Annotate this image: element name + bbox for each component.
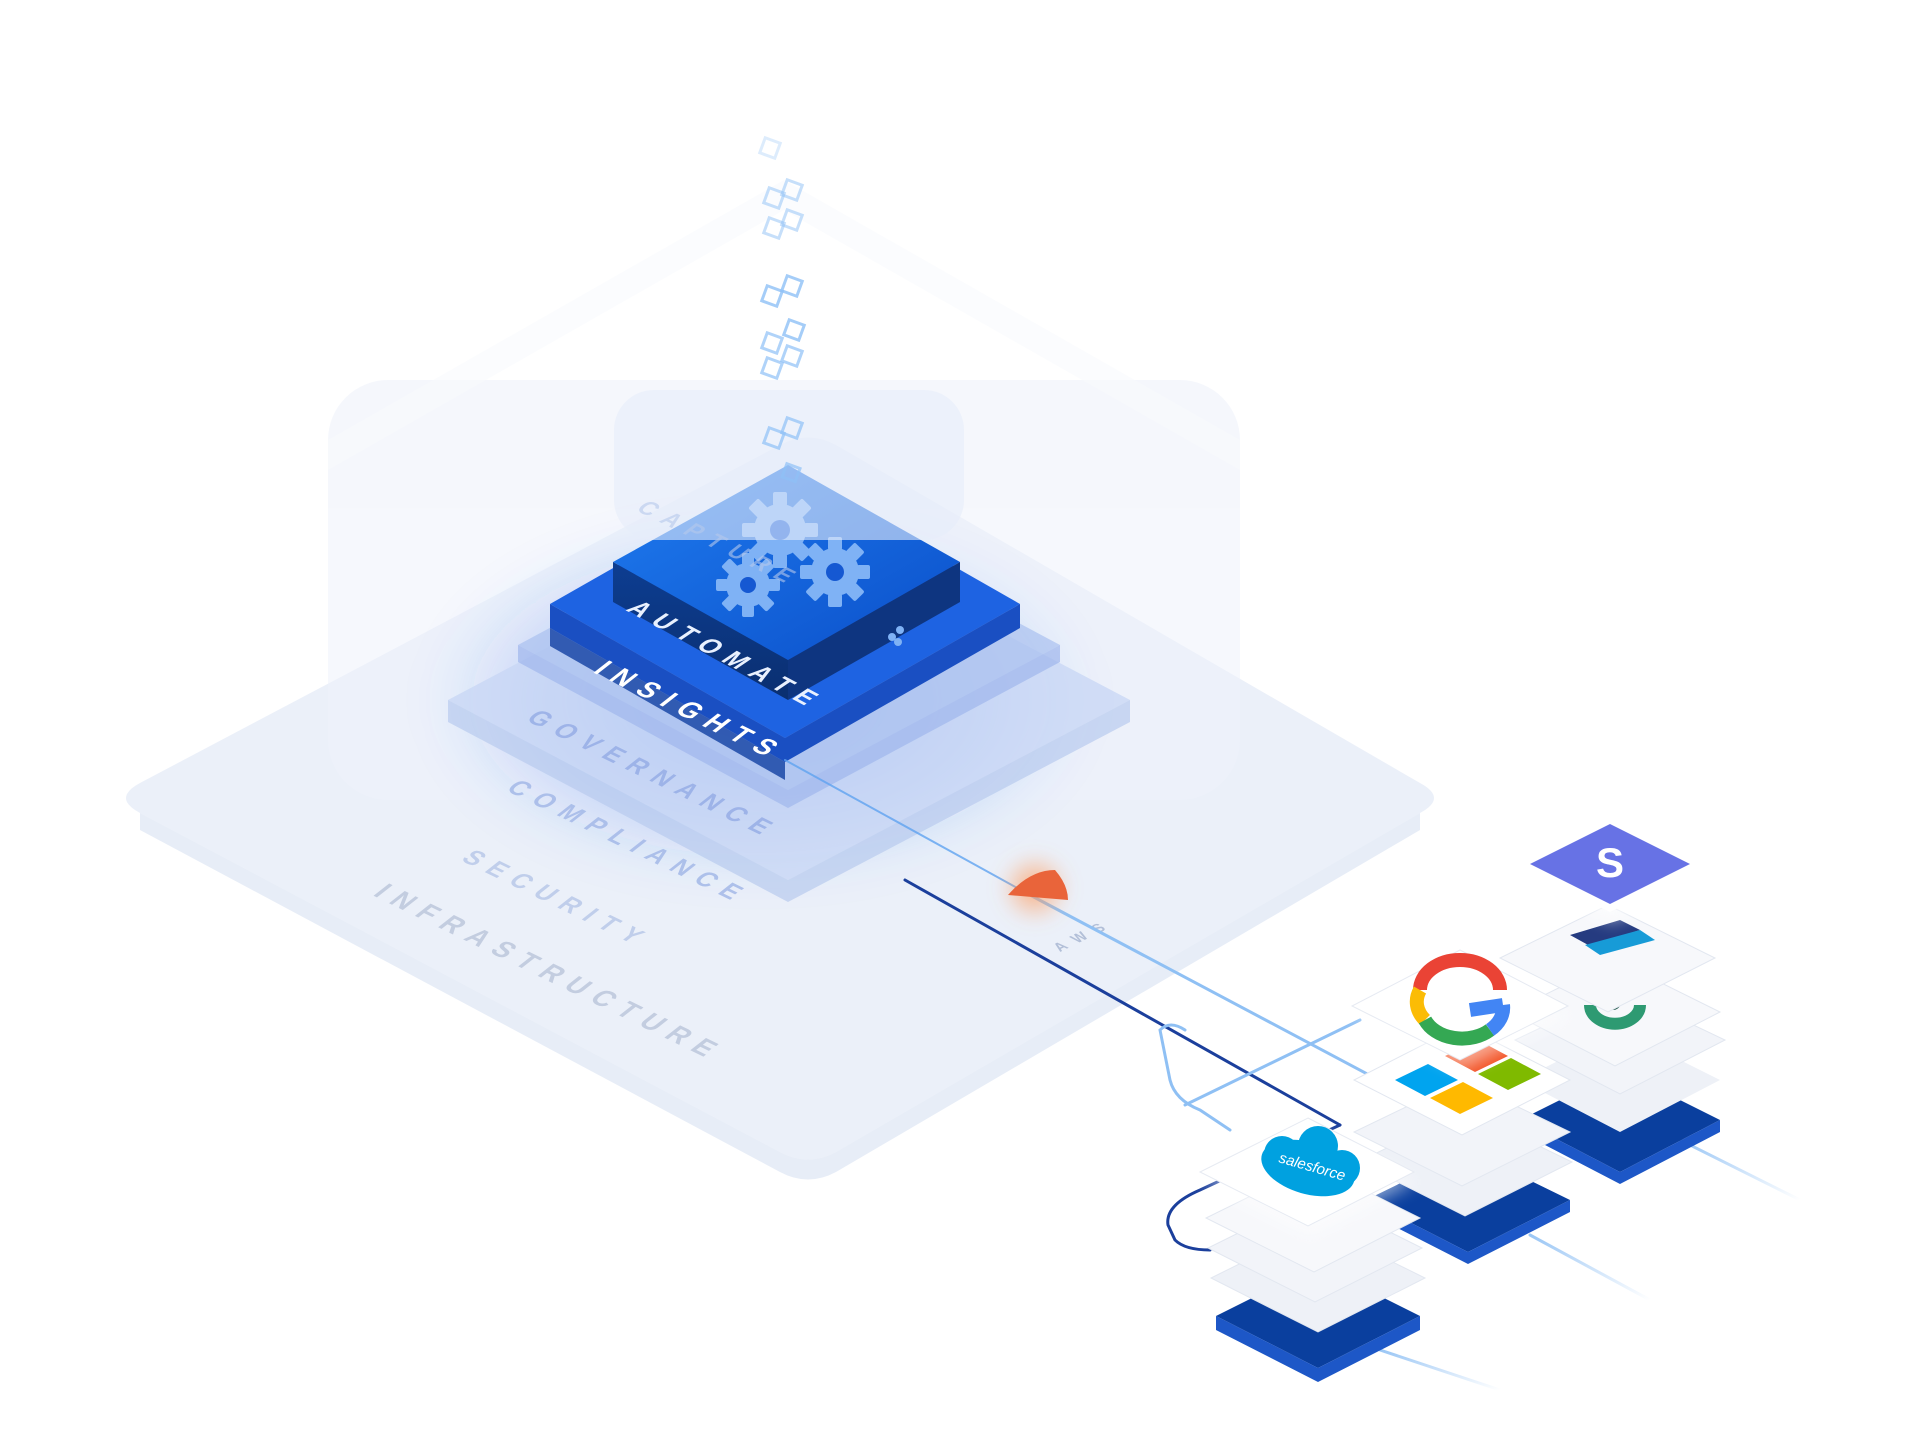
integration-stack-right: S bbox=[1498, 810, 1727, 1184]
data-cubes-icon bbox=[757, 135, 807, 484]
integration-stack-middle bbox=[1350, 949, 1574, 1264]
connector-node-icon bbox=[999, 852, 1071, 924]
integration-stack-front: salesforce bbox=[1198, 1117, 1427, 1382]
paypal-logo bbox=[1570, 920, 1655, 955]
google-logo bbox=[1409, 953, 1511, 1046]
stripe-logo: S bbox=[1596, 839, 1624, 886]
salesforce-logo: salesforce bbox=[1261, 1126, 1360, 1197]
block-badge-icon bbox=[888, 626, 904, 646]
